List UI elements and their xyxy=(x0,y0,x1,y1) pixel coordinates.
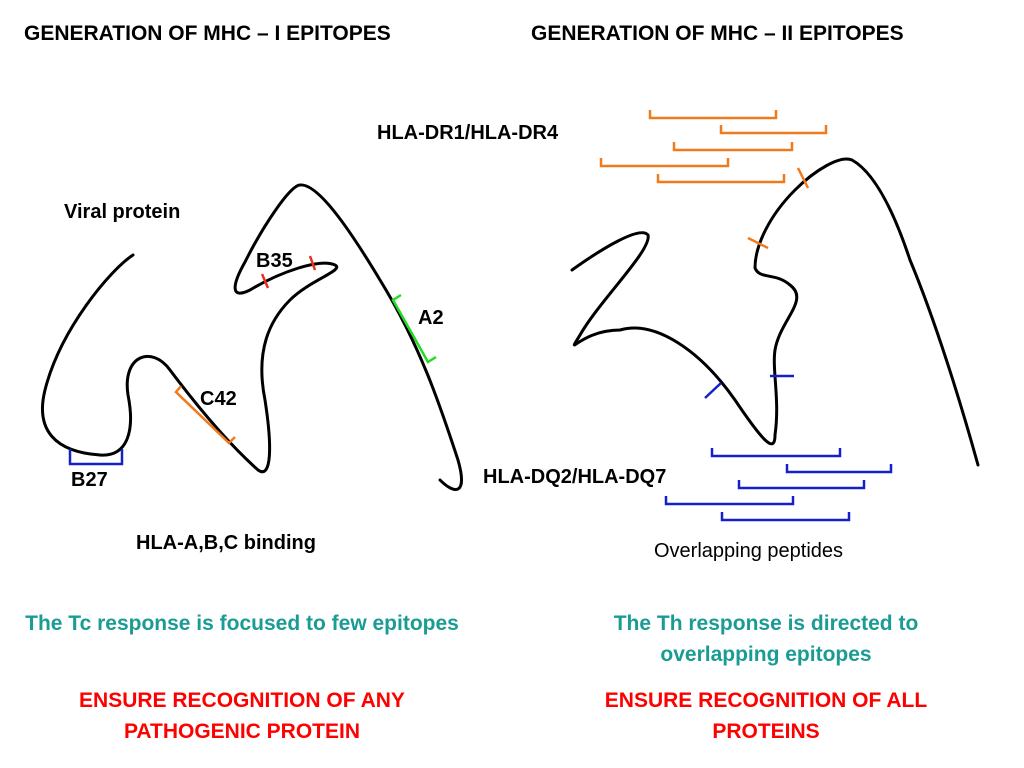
left-conclusion: ENSURE RECOGNITION OF ANY PATHOGENIC PRO… xyxy=(79,689,405,743)
tc-response-note: The Tc response is focused to few epitop… xyxy=(25,612,459,635)
hla-dr-label: HLA-DR1/HLA-DR4 xyxy=(377,122,559,144)
mhc-ii-title: GENERATION OF MHC – II EPITOPES xyxy=(531,22,904,45)
dq-overlapping-peptides xyxy=(664,448,893,522)
right-blue-cut-sites xyxy=(704,374,794,399)
a2-label: A2 xyxy=(418,307,444,329)
b35-label: B35 xyxy=(256,250,293,272)
c42-marker xyxy=(174,385,236,445)
b35-marker xyxy=(260,255,317,289)
th-response-note: The Th response is directed to overlappi… xyxy=(613,612,919,666)
right-orange-cut-sites xyxy=(747,167,810,250)
hla-abc-binding-label: HLA-A,B,C binding xyxy=(136,532,316,554)
dr-overlapping-peptides xyxy=(599,110,828,184)
a2-marker xyxy=(391,293,437,364)
c42-label: C42 xyxy=(200,388,237,410)
hla-dq-label: HLA-DQ2/HLA-DQ7 xyxy=(483,466,667,488)
viral-protein-chain-left xyxy=(40,183,463,491)
right-conclusion: ENSURE RECOGNITION OF ALL PROTEINS xyxy=(604,689,928,743)
overlapping-peptides-label: Overlapping peptides xyxy=(654,540,844,562)
b27-label: B27 xyxy=(71,469,108,491)
viral-protein-label: Viral protein xyxy=(64,201,181,223)
mhc-i-title: GENERATION OF MHC – I EPITOPES xyxy=(24,22,391,45)
viral-protein-chain-right xyxy=(570,157,980,467)
b27-marker xyxy=(68,449,124,466)
